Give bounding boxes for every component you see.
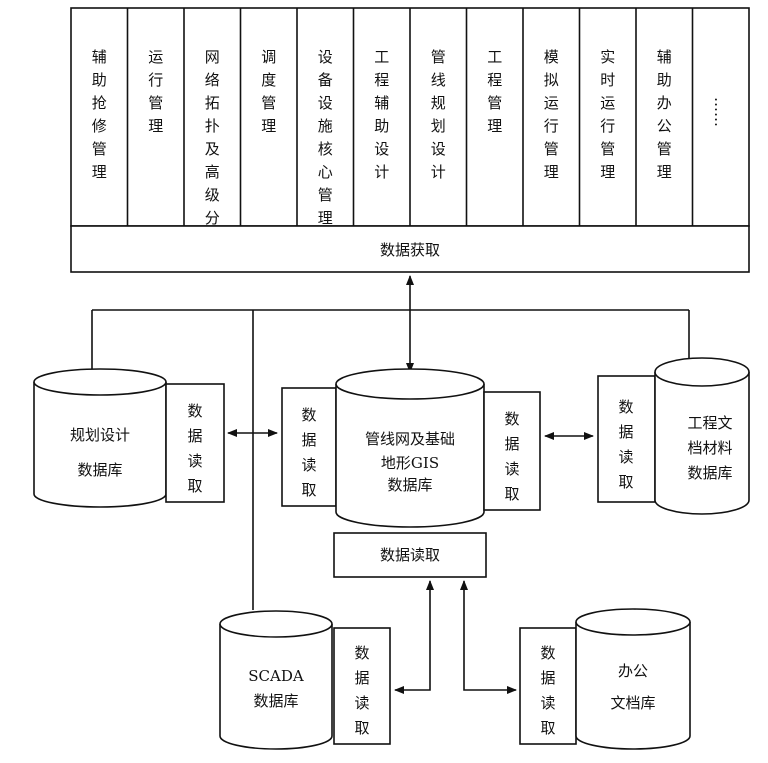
- module-labels: 辅助抢修管理 运行管理 网络拓扑及高级分析 调度管理 设备设施核心管理 工程辅助设计 管线规…: [92, 48, 729, 250]
- engineering-read-frame: [597, 375, 656, 503]
- module-label: 设备设施核心管理: [318, 48, 333, 227]
- office-read-char: 据: [540, 669, 555, 687]
- office-database: 办公 文档库: [575, 608, 691, 750]
- data-acquisition-label: 数据获取: [380, 241, 440, 259]
- engineering-db-line1: 工程文: [687, 414, 732, 432]
- scada-read-char: 取: [354, 719, 369, 737]
- module-label: 实时运行管理: [600, 48, 615, 181]
- office-read-char: 数: [540, 644, 555, 662]
- office-db-top: [575, 608, 691, 636]
- lower-read-label: 数据读取: [380, 546, 440, 564]
- planning-read-box: 数 据 读 取: [165, 383, 225, 503]
- scada-read-char: 数: [354, 644, 369, 662]
- module-label: 辅助抢修管理: [92, 48, 107, 181]
- scada-read-char: 据: [354, 669, 369, 687]
- central-read-right-char: 据: [504, 435, 519, 453]
- central-db-line2: 地形GIS: [381, 454, 439, 472]
- module-label: 运行管理: [148, 48, 163, 135]
- planning-database: 规划设计 数据库: [33, 368, 167, 508]
- scada-read-char: 读: [354, 694, 369, 712]
- engineering-read-char: 读: [618, 448, 633, 466]
- module-label: ……: [711, 97, 729, 127]
- planning-read-char: 取: [187, 477, 202, 495]
- central-read-left-char: 据: [301, 431, 316, 449]
- office-connector-arrow: [460, 580, 517, 694]
- planning-read-char: 数: [187, 402, 202, 420]
- scada-db-body: [219, 624, 333, 750]
- central-db-top: [335, 368, 485, 400]
- central-read-right-box: 数 据 读 取: [483, 391, 541, 511]
- scada-read-frame: [333, 627, 391, 745]
- engineering-read-box: 数 据 读 取: [597, 375, 656, 503]
- office-read-frame: [519, 627, 577, 745]
- scada-connector-arrow: [394, 580, 434, 694]
- module-dividers: [126, 8, 694, 226]
- module-label: 模拟运行管理: [544, 48, 559, 181]
- engineering-db-top: [654, 357, 750, 387]
- planning-db-line1: 规划设计: [70, 426, 130, 444]
- central-database: 管线网及基础 地形GIS 数据库: [335, 368, 485, 528]
- scada-database: SCADA 数据库: [219, 610, 333, 750]
- data-bus: [91, 309, 690, 610]
- engineering-read-char: 据: [618, 423, 633, 441]
- central-db-line3: 数据库: [387, 476, 432, 494]
- scada-read-box: 数 据 读 取: [333, 627, 391, 745]
- engineering-db-body: [654, 372, 750, 515]
- office-read-char: 取: [540, 719, 555, 737]
- application-modules: 辅助抢修管理 运行管理 网络拓扑及高级分析 调度管理 设备设施核心管理 工程辅助设计 管线规…: [70, 7, 750, 250]
- module-label: 辅助办公管理: [657, 48, 672, 181]
- data-acquisition-bar: 数据获取: [70, 225, 750, 273]
- planning-read-frame: [165, 383, 225, 503]
- engineering-db-line3: 数据库: [687, 464, 732, 482]
- module-label: 工程管理: [487, 48, 502, 135]
- lower-read-frame: [333, 532, 487, 578]
- planning-read-char: 据: [187, 427, 202, 445]
- planning-db-line2: 数据库: [77, 461, 122, 479]
- scada-db-line1: SCADA: [248, 667, 304, 685]
- central-db-body: [335, 384, 485, 528]
- office-read-box: 数 据 读 取: [519, 627, 577, 745]
- engineering-database: 工程文 档材料 数据库: [654, 357, 750, 515]
- central-read-left-char: 取: [301, 481, 316, 499]
- planning-db-top: [33, 368, 167, 396]
- office-db-body: [575, 622, 691, 750]
- planning-db-body: [33, 382, 167, 508]
- module-label: 工程辅助设计: [374, 48, 389, 181]
- module-label: 调度管理: [261, 48, 276, 135]
- planning-read-char: 读: [187, 452, 202, 470]
- module-label: 管线规划设计: [431, 48, 446, 181]
- central-read-left-box: 数 据 读 取: [281, 387, 337, 507]
- data-acquisition-box: [70, 225, 750, 273]
- lower-read-bar: 数据读取: [333, 532, 487, 578]
- office-db-line2: 文档库: [610, 694, 655, 712]
- engineering-read-char: 数: [618, 398, 633, 416]
- scada-db-top: [219, 610, 333, 638]
- central-read-right-frame: [483, 391, 541, 511]
- engineering-db-line2: 档材料: [687, 439, 732, 457]
- central-read-right-char: 取: [504, 485, 519, 503]
- central-db-line1: 管线网及基础: [365, 430, 455, 448]
- central-read-right-char: 数: [504, 410, 519, 428]
- office-read-char: 读: [540, 694, 555, 712]
- scada-db-line2: 数据库: [253, 692, 298, 710]
- central-read-right-char: 读: [504, 460, 519, 478]
- engineering-read-char: 取: [618, 473, 633, 491]
- central-read-left-char: 读: [301, 456, 316, 474]
- module-label: 网络拓扑及高级分析: [205, 48, 220, 250]
- office-db-line1: 办公: [618, 662, 648, 680]
- central-read-left-char: 数: [301, 406, 316, 424]
